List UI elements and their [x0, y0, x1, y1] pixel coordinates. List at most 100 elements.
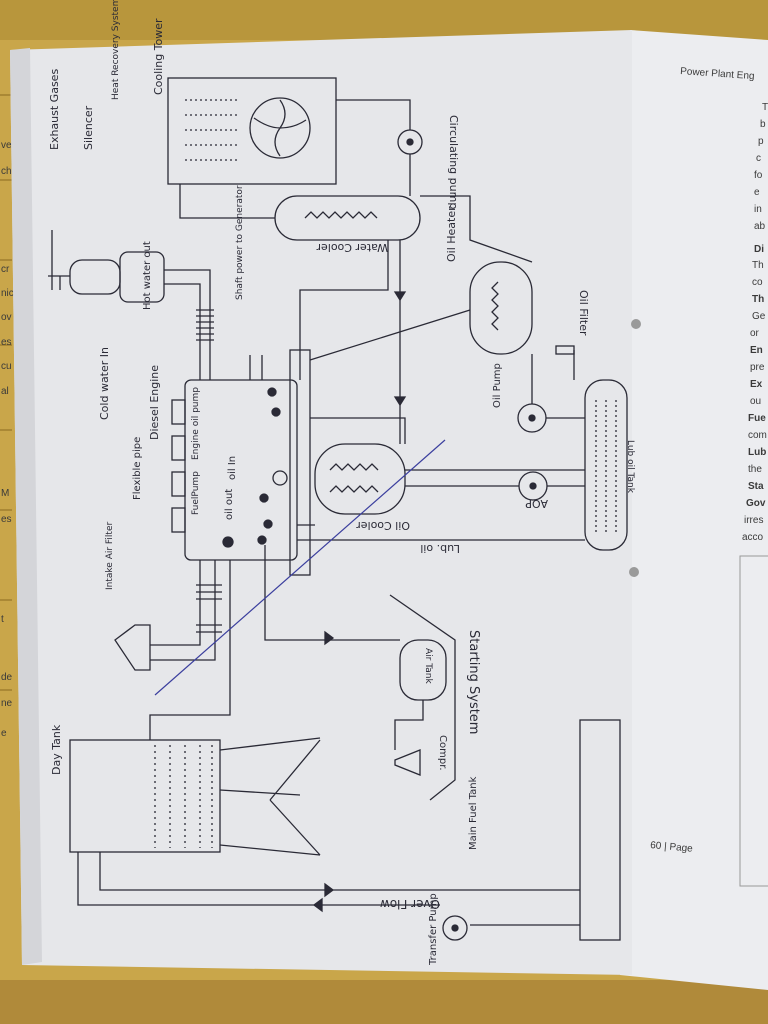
label-compressor: Compr.	[437, 735, 448, 771]
engine-oil-pump	[272, 470, 288, 486]
intake-filter	[114, 624, 151, 671]
label-lub-oil-tank: Lub oil Tank	[625, 440, 635, 494]
label-starting-system: Starting System	[466, 630, 481, 734]
text-snippet: T	[762, 102, 768, 113]
right-page	[620, 30, 768, 990]
margin-snippet: ve	[1, 140, 12, 151]
oil-piping	[297, 350, 585, 541]
label-main-fuel-tank: Main Fuel Tank	[468, 776, 479, 850]
text-snippet: the	[748, 464, 762, 475]
right-page-header: Power Plant Eng	[680, 66, 755, 82]
label-engine-oil-pump: Engine oil pump	[191, 387, 201, 460]
margin-snippet: es	[1, 337, 12, 348]
fuel-pump-icon	[222, 536, 234, 548]
air-line	[264, 545, 424, 750]
diagram-labels: Exhaust Gases Silencer Heat Recovery Sys…	[48, 0, 635, 966]
fuel-line	[149, 560, 231, 740]
page-number: 60 | Page	[650, 840, 694, 855]
label-intake-filter: Intake Air Filter	[105, 522, 115, 590]
right-page-text-column: T b p c fo e in ab Di Th co Th Ge or En …	[742, 102, 768, 543]
port-oil-in	[259, 493, 269, 503]
text-snippet: Th	[752, 294, 764, 305]
text-snippet: Lub	[748, 447, 766, 458]
day-tank-stand	[219, 737, 321, 856]
lub-oil-tank	[584, 379, 628, 551]
schematic-diagram	[48, 77, 628, 941]
label-hot-water: Hot water out	[142, 241, 153, 310]
label-fuel-pump: FuelPump	[191, 471, 201, 515]
text-snippet: En	[750, 345, 763, 356]
text-snippet: Ex	[750, 379, 763, 390]
text-snippet: Di	[754, 244, 764, 255]
cooler-coil	[304, 211, 378, 219]
main-fuel-tank	[579, 719, 621, 941]
margin-snippet: es	[1, 514, 12, 525]
left-margin-text: ve ch cr nic ov es cu al M es t de ne e	[1, 140, 14, 739]
label-diesel-engine: Diesel Engine	[148, 365, 161, 440]
port-fuel	[257, 535, 267, 545]
label-heat-recovery: Heat Recovery System	[111, 0, 121, 100]
text-snippet: fo	[754, 170, 763, 181]
diesel-engine	[184, 379, 298, 561]
shaft-output	[249, 355, 263, 380]
starting-system-bracket	[389, 594, 456, 801]
heat-recovery-unit	[119, 251, 165, 303]
label-cold-water: Cold water In	[98, 347, 111, 420]
text-snippet: ou	[750, 396, 761, 407]
label-oil-out: oil out	[224, 489, 235, 520]
text-snippet: in	[754, 204, 762, 215]
text-snippet: co	[752, 277, 763, 288]
label-overflow: Over Flow	[380, 897, 440, 911]
label-shaft-power: Shaft power to Generator	[235, 185, 245, 300]
text-snippet: pre	[750, 362, 765, 373]
fan-icon	[249, 97, 311, 159]
label-oil-pump: Oil Pump	[492, 363, 503, 408]
label-oil-filter: Oil Filter	[577, 290, 590, 336]
margin-snippet: de	[1, 672, 13, 683]
cooling-tower-packing	[185, 99, 240, 161]
binder-bottom-edge	[0, 980, 768, 1024]
margin-snippet: al	[1, 386, 9, 397]
ring-hole	[631, 319, 641, 329]
text-snippet: irres	[744, 515, 763, 526]
text-snippet: com	[748, 430, 767, 441]
text-snippet: ab	[754, 221, 766, 232]
label-air-tank: Air Tank	[423, 648, 433, 684]
label-lub-oil: Lub. oil	[420, 542, 460, 555]
transfer-pump	[442, 915, 468, 941]
page-stack-edge	[10, 48, 42, 965]
margin-snippet: ch	[1, 166, 12, 177]
pen-stroke	[154, 439, 446, 696]
fan-blade	[253, 99, 307, 157]
exhaust-bellows	[196, 309, 214, 341]
oil-heater-coil	[491, 281, 499, 331]
label-exhaust: Exhaust Gases	[48, 69, 61, 150]
text-snippet: p	[758, 136, 764, 147]
text-snippet: Gov	[746, 498, 766, 509]
label-water-cooler: Water Cooler	[316, 241, 388, 254]
label-transfer-pump: Transfer Pump	[428, 893, 439, 966]
oil-cooler-coil	[329, 463, 379, 493]
label-day-tank: Day Tank	[50, 724, 63, 775]
text-snippet: Sta	[748, 481, 764, 492]
port-oil-out	[263, 519, 273, 529]
label-oil-cooler: Oil Cooler	[356, 519, 410, 532]
oil-heater	[469, 261, 533, 355]
ring-hole	[629, 567, 639, 577]
port-hot-water	[267, 387, 277, 397]
margin-snippet: nic	[1, 288, 14, 299]
text-snippet: or	[750, 328, 760, 339]
label-flexible-pipe: Flexible pipe	[132, 437, 143, 500]
water-piping	[299, 240, 401, 444]
text-snippet: e	[754, 187, 760, 198]
text-snippet: Ge	[752, 311, 766, 322]
text-snippet: Th	[752, 260, 764, 271]
label-oil-in: oil In	[227, 456, 238, 480]
margin-snippet: cr	[1, 264, 10, 275]
cooling-tower	[167, 77, 337, 185]
margin-snippet: cu	[1, 361, 12, 372]
label-oil-heater: Oil Heater	[445, 206, 458, 262]
day-tank	[69, 739, 221, 853]
text-snippet: acco	[742, 532, 764, 543]
